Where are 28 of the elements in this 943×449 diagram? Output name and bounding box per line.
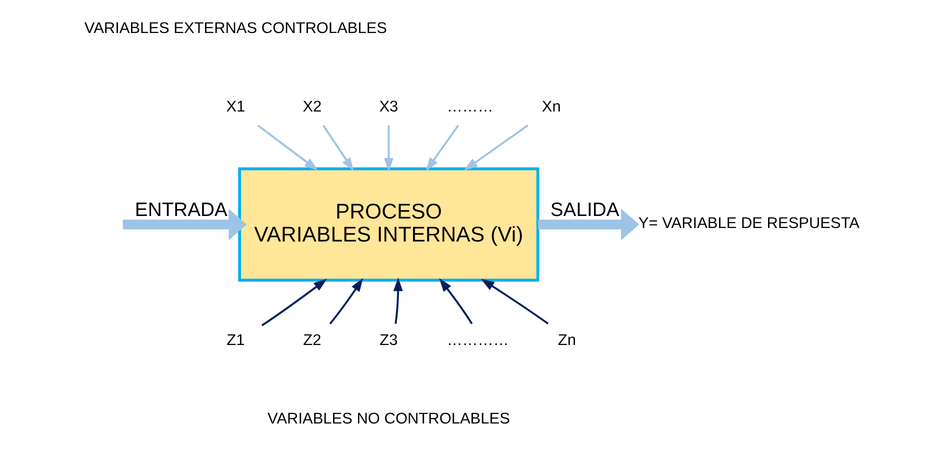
arrow bbox=[256, 124, 318, 170]
label: VARIABLES EXTERNAS CONTROLABLES bbox=[84, 20, 387, 38]
arrow bbox=[538, 208, 639, 240]
node-text: Z1 bbox=[226, 332, 244, 349]
node-text: Xn bbox=[541, 98, 560, 116]
node-text: Y= VARIABLE DE RESPUESTA bbox=[638, 215, 859, 232]
arrow bbox=[322, 124, 354, 172]
node-text: X1 bbox=[226, 98, 245, 116]
node-text: ……… bbox=[446, 98, 493, 116]
arrow bbox=[392, 278, 402, 324]
arrow bbox=[383, 125, 393, 172]
node-text: ………… bbox=[446, 332, 508, 349]
arrow bbox=[464, 124, 528, 170]
arrow bbox=[260, 278, 327, 326]
node-text: Z2 bbox=[302, 332, 321, 349]
node-text: X3 bbox=[378, 98, 398, 116]
arrow bbox=[425, 124, 459, 172]
arrow bbox=[122, 208, 246, 240]
label: VARIABLES NO CONTROLABLES bbox=[267, 410, 510, 428]
edge-label: SALIDA bbox=[550, 198, 619, 221]
arrow bbox=[480, 278, 548, 324]
arrow bbox=[328, 278, 363, 324]
node-text: Z3 bbox=[379, 332, 398, 349]
node-text: Zn bbox=[557, 332, 576, 349]
edge-label: ENTRADA bbox=[134, 198, 227, 221]
node-box: PROCESO VARIABLES INTERNAS (Vi) bbox=[238, 167, 539, 282]
arrow bbox=[438, 278, 472, 324]
node-text: X2 bbox=[302, 98, 322, 116]
